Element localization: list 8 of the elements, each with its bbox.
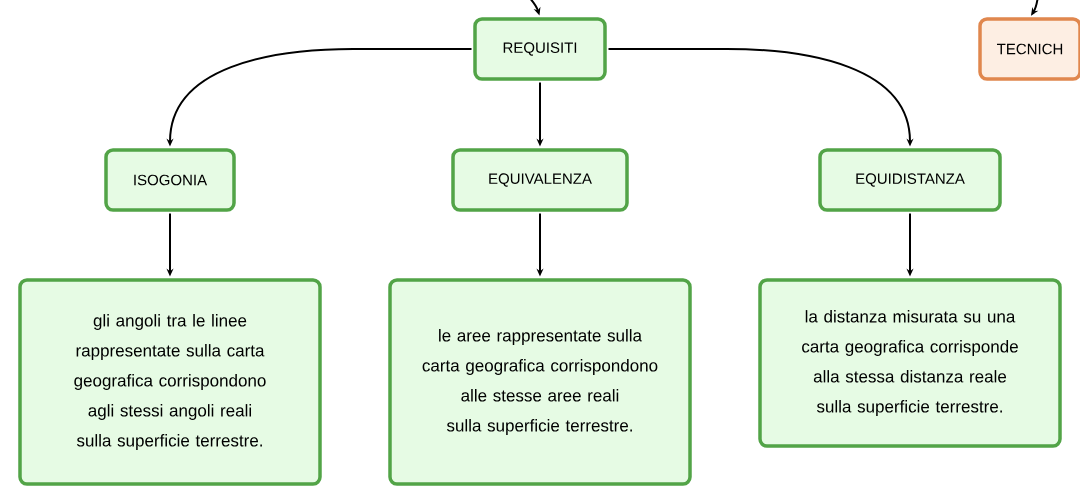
concept-box: EQUIDISTANZA: [818, 148, 1002, 212]
description-box: la distanza misurata su una carta geografica corrisponde alla stessa distanza reale sulla superficie terrestre.: [758, 278, 1062, 448]
description-box: gli angoli tra le linee rappresentate sulla carta geografica corrispondono agli stessi angoli reali sulla superficie terrestre.: [18, 278, 322, 486]
concept-box: TECNICH: [978, 17, 1080, 81]
concept-box: REQUISITI: [473, 17, 607, 81]
concept-box: ISOGONIA: [104, 148, 236, 212]
description-box: le aree rappresentate sulla carta geografica corrispondono alle stesse aree reali sulla superficie terrestre.: [388, 278, 692, 486]
concept-box: EQUIVALENZA: [451, 148, 629, 212]
